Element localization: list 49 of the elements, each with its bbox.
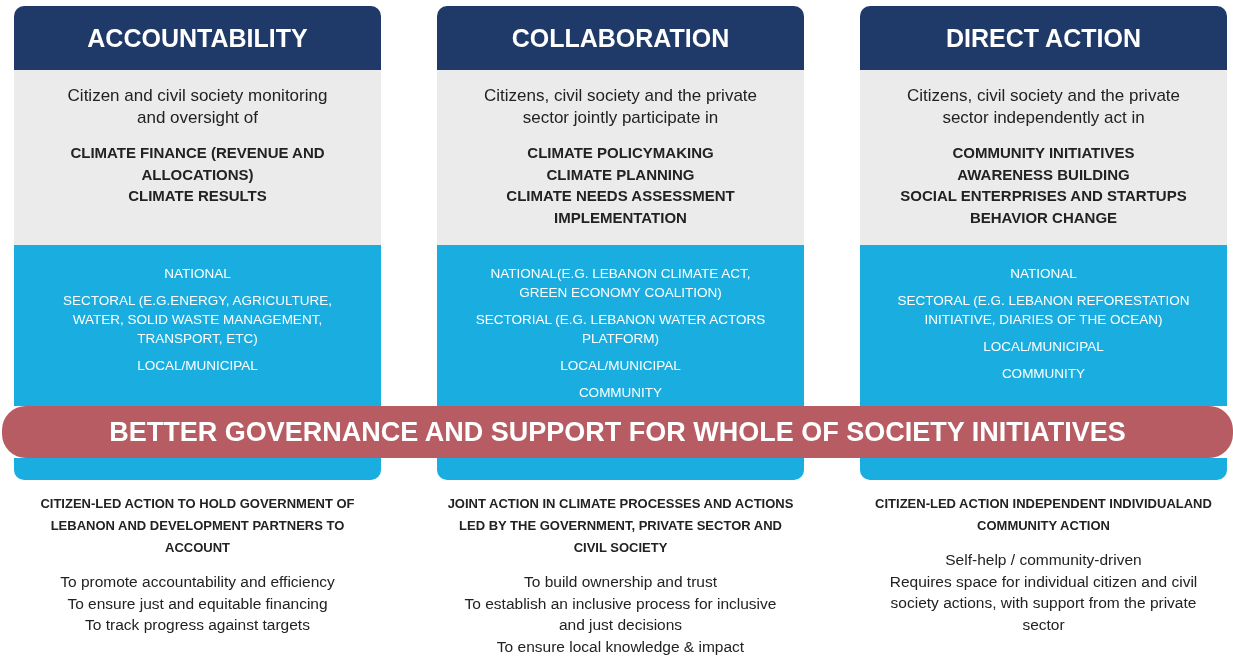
purpose-text: To ensure local knowledge & impact (495, 636, 746, 657)
level-text: LOCAL/MUNICIPAL (559, 357, 682, 375)
banner (2, 406, 1233, 458)
scope-panel (437, 70, 804, 245)
action-heading: CITIZEN-LED ACTION INDEPENDENT INDIVIDUALAND COMMUNITY ACTION (874, 495, 1213, 535)
scope-panel (14, 70, 381, 245)
scope-panel (860, 70, 1227, 245)
header-title: COLLABORATION (511, 23, 730, 53)
purpose-text: To promote accountability and efficiency (59, 572, 336, 592)
level-text: COMMUNITY (577, 384, 664, 402)
focus-area: CLIMATE POLICYMAKING (445, 142, 796, 164)
focus-area: CLIMATE FINANCE (REVENUE AND ALLOCATIONS) (67, 142, 328, 185)
level-text: SECTORAL (E.G.ENERGY, AGRICULTURE, WATER, SOLID WASTE MANAGEMENT, TRANSPORT, ETC) (62, 292, 333, 348)
level-text: NATIONAL(E.G. LEBANON CLIMATE ACT, GREEN ECONOMY COALITION) (489, 265, 752, 302)
intro-text: Citizens, civil society and the private sector jointly participate in (482, 85, 759, 129)
header-title: ACCOUNTABILITY (87, 23, 308, 53)
level-text: LOCAL/MUNICIPAL (982, 338, 1105, 356)
banner-text: BETTER GOVERNANCE AND SUPPORT FOR WHOLE OF SOCIETY INITIATIVES (109, 416, 1126, 448)
focus-area: BEHAVIOR CHANGE (868, 206, 1219, 228)
levels-panel (437, 245, 804, 406)
header-title: DIRECT ACTION (946, 23, 1141, 53)
level-text: SECTORIAL (E.G. LEBANON WATER ACTORS PLATFORM) (474, 311, 767, 348)
header-bar (437, 6, 804, 70)
intro-text: Citizens, civil society and the private sector independently act in (905, 85, 1182, 129)
focus-area: AWARENESS BUILDING (868, 163, 1219, 185)
focus-area: COMMUNITY INITIATIVES (868, 142, 1219, 164)
purpose-text: To ensure just and equitable financing (66, 593, 329, 614)
focus-area: IMPLEMENTATION (445, 206, 796, 228)
levels-panel (860, 245, 1227, 406)
level-text: SECTORAL (E.G. LEBANON REFORESTATION INITIATIVE, DIARIES OF THE OCEAN) (896, 292, 1191, 329)
focus-area: CLIMATE PLANNING (445, 163, 796, 185)
focus-area: SOCIAL ENTERPRISES AND STARTUPS (868, 185, 1219, 207)
level-text: NATIONAL (163, 265, 232, 283)
purpose-text: Requires space for individual citizen and civil society actions, with support from the private sector (888, 571, 1199, 635)
level-text: NATIONAL (1009, 265, 1078, 283)
level-text: COMMUNITY (1000, 365, 1087, 383)
action-heading: CITIZEN-LED ACTION TO HOLD GOVERNMENT OF LEBANON AND DEVELOPMENT PARTNERS TO ACCOUNT (39, 495, 356, 557)
action-heading: JOINT ACTION IN CLIMATE PROCESSES AND ACTIONS LED BY THE GOVERNMENT, PRIVATE SECTOR AND CIVIL SOCIETY (446, 495, 795, 557)
intro-text: Citizen and civil society monitoring and oversight of (66, 85, 329, 129)
header-bar (860, 6, 1227, 70)
purpose-text: To build ownership and trust (523, 572, 718, 592)
purpose-text: To track progress against targets (84, 615, 311, 635)
focus-area: CLIMATE NEEDS ASSESSMENT (445, 185, 796, 207)
purpose-text: Self-help / community-driven (944, 550, 1143, 570)
levels-panel (14, 245, 381, 406)
header-bar (14, 6, 381, 70)
focus-area: CLIMATE RESULTS (67, 185, 328, 207)
purpose-text: To establish an inclusive process for inclusive and just decisions (463, 593, 778, 635)
level-text: LOCAL/MUNICIPAL (136, 357, 259, 375)
